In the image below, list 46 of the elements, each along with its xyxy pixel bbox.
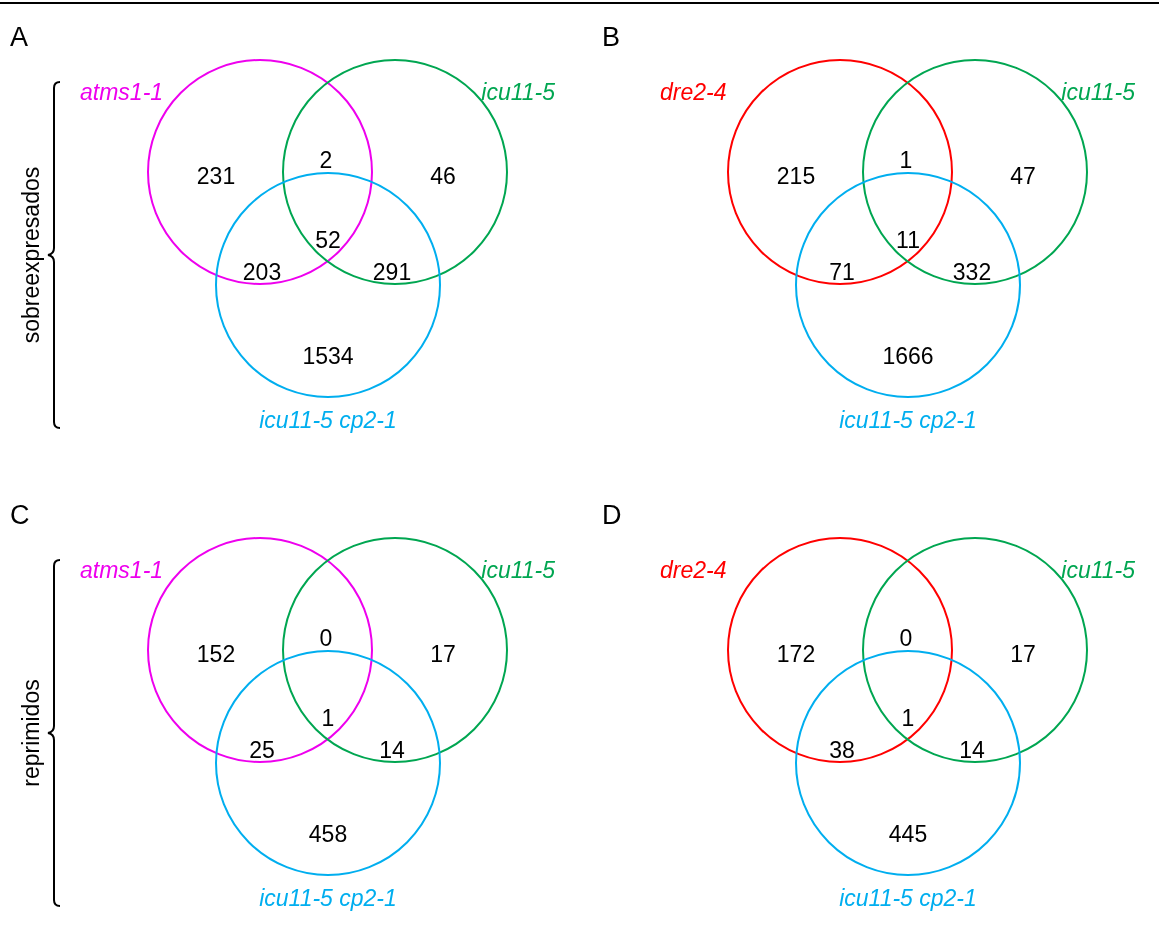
set-label: icu11-5 cp2-1 bbox=[839, 407, 977, 433]
set-label: icu11-5 bbox=[1061, 557, 1135, 583]
count-label: 445 bbox=[888, 820, 928, 848]
count-label: 14 bbox=[959, 736, 985, 764]
count-label: 1 bbox=[321, 704, 335, 732]
set-label: icu11-5 cp2-1 bbox=[839, 885, 977, 911]
count-label: 17 bbox=[1010, 640, 1036, 668]
set-label: icu11-5 bbox=[1061, 79, 1135, 105]
set-label: icu11-5 cp2-1 bbox=[259, 407, 397, 433]
set-label: atms1-1 bbox=[80, 557, 164, 583]
panel-letter: C bbox=[10, 500, 30, 531]
count-label: 11 bbox=[896, 226, 920, 254]
group-label: reprimidos bbox=[18, 679, 44, 787]
panel-letter: A bbox=[10, 22, 28, 53]
count-label: 0 bbox=[899, 624, 913, 652]
count-label: 1 bbox=[901, 704, 915, 732]
count-label: 17 bbox=[430, 640, 456, 668]
count-label: 458 bbox=[308, 820, 348, 848]
count-label: 71 bbox=[829, 258, 855, 286]
count-label: 38 bbox=[829, 736, 855, 764]
count-label: 2 bbox=[319, 146, 333, 174]
panel-letter: D bbox=[602, 500, 622, 531]
count-label: 203 bbox=[242, 258, 282, 286]
count-label: 0 bbox=[319, 624, 333, 652]
count-label: 291 bbox=[372, 258, 412, 286]
count-label: 46 bbox=[430, 162, 456, 190]
count-label: 152 bbox=[196, 640, 236, 668]
count-label: 25 bbox=[249, 736, 275, 764]
count-label: 215 bbox=[776, 162, 816, 190]
set-label: icu11-5 bbox=[481, 79, 555, 105]
count-label: 1534 bbox=[302, 342, 354, 370]
set-label: icu11-5 bbox=[481, 557, 555, 583]
set-label: dre2-4 bbox=[660, 79, 727, 105]
count-label: 47 bbox=[1010, 162, 1036, 190]
count-label: 52 bbox=[315, 226, 341, 254]
set-label: dre2-4 bbox=[660, 557, 727, 583]
set-label: icu11-5 cp2-1 bbox=[259, 885, 397, 911]
count-label: 14 bbox=[379, 736, 405, 764]
count-label: 172 bbox=[776, 640, 816, 668]
count-label: 231 bbox=[196, 162, 236, 190]
count-label: 1 bbox=[899, 146, 913, 174]
count-label: 1666 bbox=[882, 342, 934, 370]
group-label: sobreexpresados bbox=[18, 166, 44, 344]
count-label: 332 bbox=[952, 258, 992, 286]
panel-letter: B bbox=[602, 22, 620, 53]
set-label: atms1-1 bbox=[80, 79, 164, 105]
